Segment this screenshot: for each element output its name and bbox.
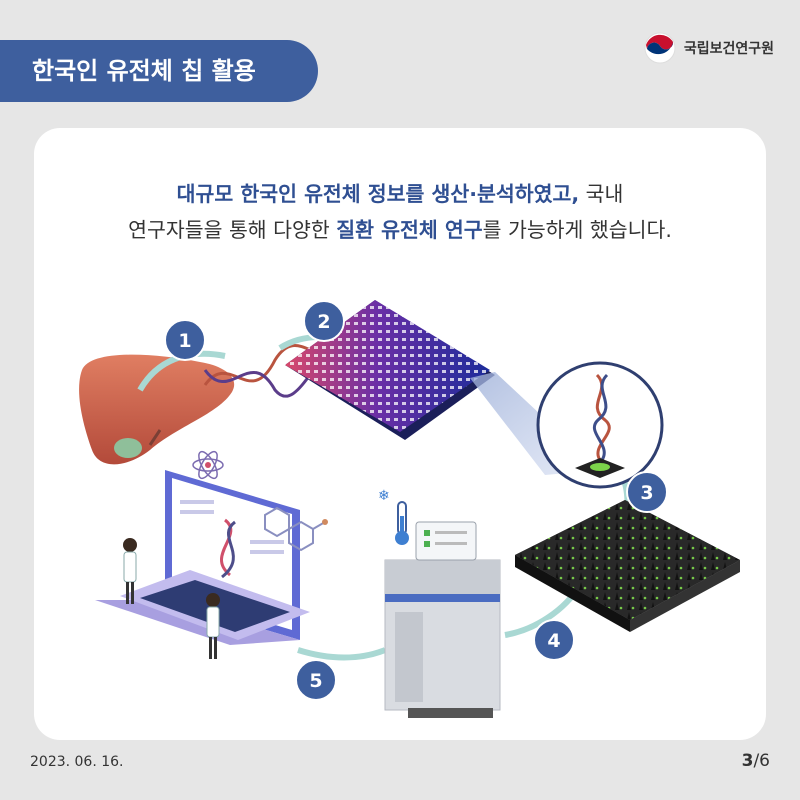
step-badge-3: 3 [626, 471, 668, 513]
step-badge-5: 5 [295, 659, 337, 701]
page-title: 한국인 유전체 칩 활용 [32, 57, 256, 85]
magnifier-icon [536, 361, 664, 489]
headline-text-3: 를 가능하게 했습니다. [482, 218, 672, 242]
page-title-banner: 한국인 유전체 칩 활용 [0, 40, 318, 102]
agency-logo: 국립보건연구원 [642, 26, 774, 70]
publish-date: 2023. 06. 16. [30, 754, 124, 770]
step-badge-2: 2 [303, 300, 345, 342]
scientist-figure [123, 538, 220, 659]
molecule-icon [264, 506, 328, 552]
atom-icon [192, 450, 224, 480]
page-indicator: 3/6 [742, 751, 770, 771]
page-current: 3 [741, 751, 754, 771]
step-number-3: 3 [640, 482, 653, 504]
page-total: /6 [753, 751, 770, 771]
sequencing-array-icon [515, 500, 740, 632]
step-number-4: 4 [547, 630, 560, 652]
thermometer-icon [395, 501, 409, 545]
step-number-5: 5 [309, 670, 322, 692]
headline-highlight-1: 대규모 한국인 유전체 정보를 생산·분석하였고, [176, 182, 580, 206]
headline-text-1: 국내 [579, 182, 624, 206]
headline-text-2: 연구자들을 통해 다양한 [128, 218, 337, 242]
liver-icon [79, 354, 235, 465]
sequencer-machine-icon [384, 521, 501, 718]
headline-line1: 대규모 한국인 유전체 정보를 생산·분석하였고, 국내 [0, 176, 800, 212]
step-badge-1: 1 [164, 319, 206, 361]
step-number-2: 2 [317, 311, 330, 333]
step-number-1: 1 [178, 330, 191, 352]
headline: 대규모 한국인 유전체 정보를 생산·분석하였고, 국내 연구자들을 통해 다양… [0, 176, 800, 248]
laptop-icon [95, 470, 310, 645]
agency-name: 국립보건연구원 [683, 41, 774, 57]
headline-line2: 연구자들을 통해 다양한 질환 유전체 연구를 가능하게 했습니다. [0, 212, 800, 248]
snowflake-icon: ❄ [378, 488, 390, 504]
arrow-5 [297, 647, 387, 661]
headline-highlight-2: 질환 유전체 연구 [336, 218, 483, 242]
taegeuk-icon [644, 32, 676, 64]
step-badge-4: 4 [533, 619, 575, 661]
